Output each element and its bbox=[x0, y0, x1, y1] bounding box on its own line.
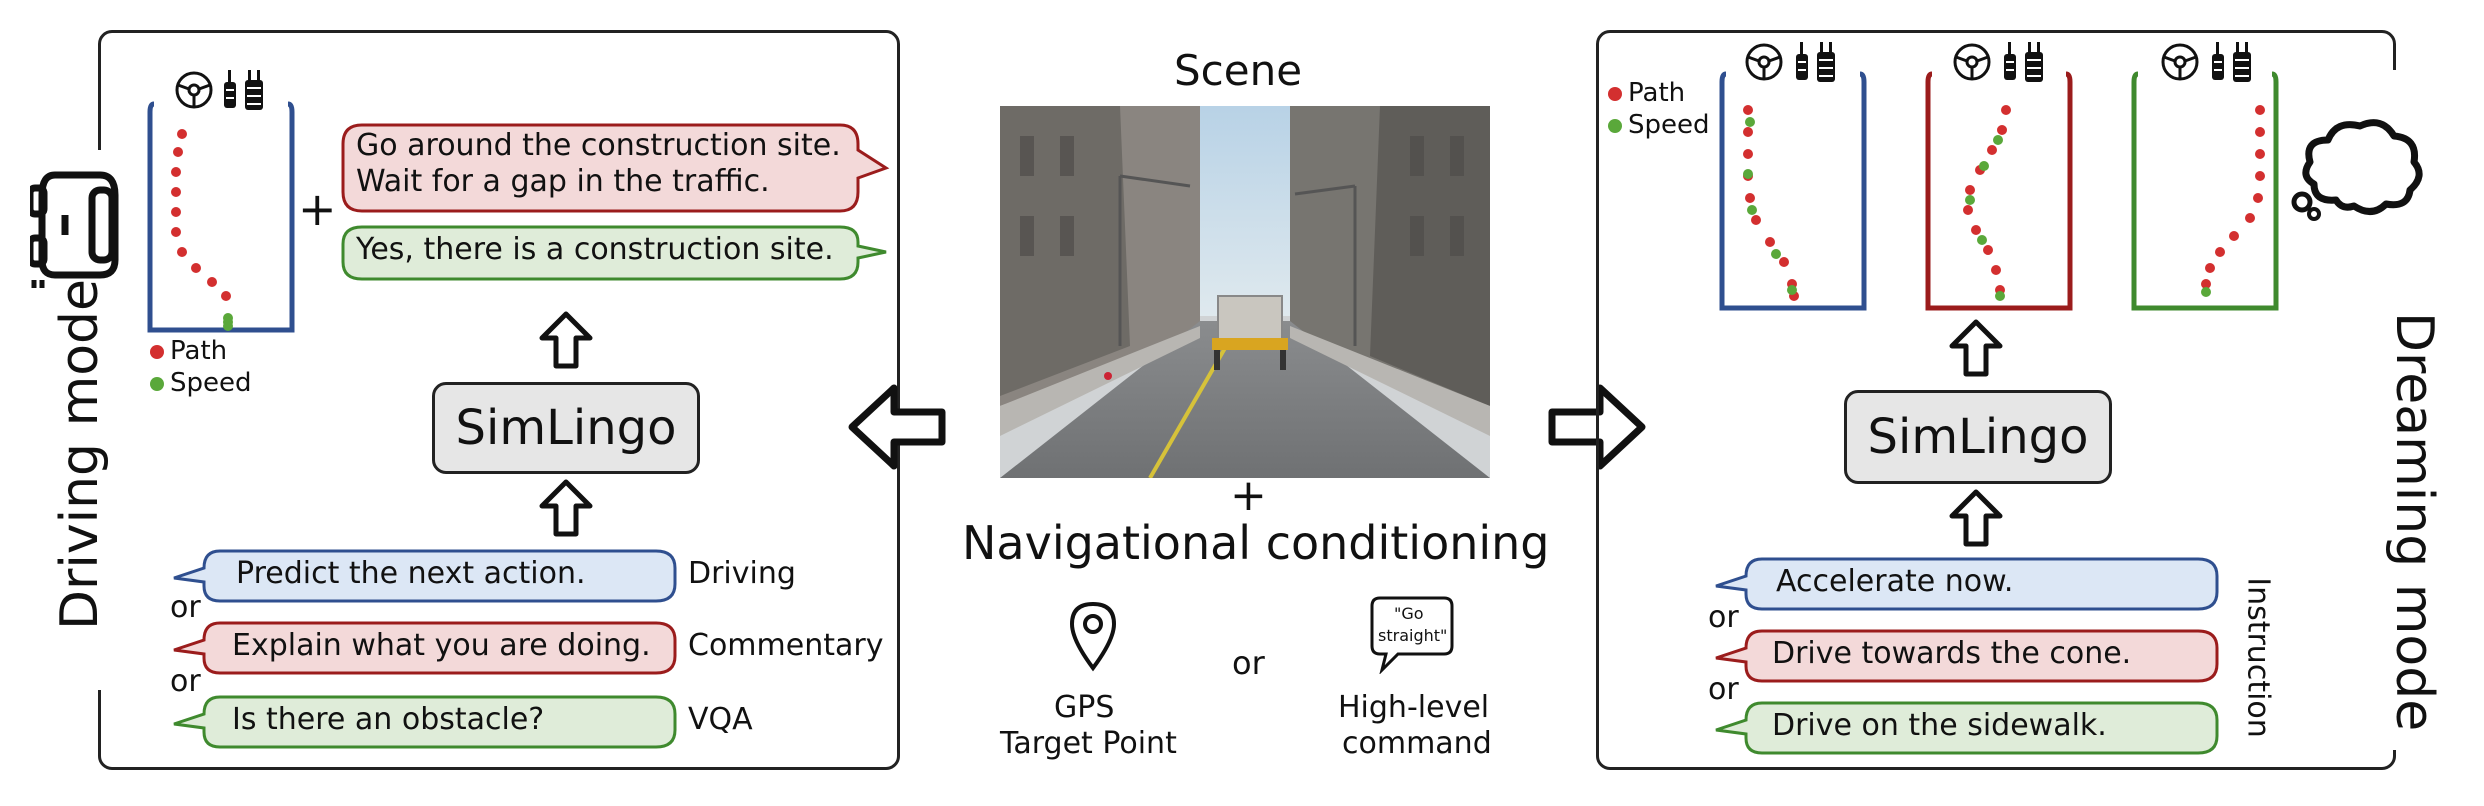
driving-input-bubble bbox=[173, 549, 677, 603]
gps-label-line2: Target Point bbox=[1000, 726, 1177, 761]
cone-input-text: Drive towards the cone. bbox=[1772, 636, 2132, 671]
vqa-input-bubble bbox=[173, 695, 677, 749]
answer-output-bubble bbox=[341, 225, 887, 281]
up-arrow-icon bbox=[1949, 489, 2003, 547]
instruction-tag: Instruction bbox=[2240, 577, 2276, 738]
driving-mode-label: Driving mode bbox=[50, 278, 110, 630]
commentary-input-tag: Commentary bbox=[688, 628, 884, 663]
pedals-icon bbox=[2004, 42, 2043, 82]
answer-text: Yes, there is a construction site. bbox=[356, 232, 834, 267]
driving-legend: Path Speed bbox=[150, 336, 252, 398]
up-arrow-icon bbox=[1949, 319, 2003, 377]
pedals-icon bbox=[2212, 42, 2251, 82]
steering-wheel-icon bbox=[1953, 43, 1991, 81]
legend-speed: Speed bbox=[1608, 110, 1710, 140]
dreaming-mode-label: Dreaming mode bbox=[2384, 312, 2444, 732]
hlc-label-line1: High-level bbox=[1338, 690, 1490, 725]
up-arrow-icon bbox=[539, 311, 593, 369]
accelerate-input-text: Accelerate now. bbox=[1776, 564, 2014, 599]
up-arrow-icon bbox=[539, 479, 593, 537]
speech-bubble-icon bbox=[1370, 596, 1454, 674]
scene-image bbox=[1000, 106, 1490, 478]
map-pin-icon bbox=[1069, 601, 1117, 672]
pedals-icon bbox=[1796, 42, 1835, 82]
thought-cloud-icon bbox=[2291, 119, 2423, 221]
driving-trajectory-box bbox=[147, 101, 295, 333]
car-icon bbox=[30, 171, 119, 288]
commentary-line-2: Wait for a gap in the traffic. bbox=[356, 164, 770, 199]
plus-sign: + bbox=[1230, 470, 1267, 521]
commentary-line-1: Go around the construction site. bbox=[356, 128, 841, 163]
or-label: or bbox=[170, 664, 201, 699]
dreaming-simlingo-box: SimLingo bbox=[1844, 390, 2112, 484]
accelerate-input-bubble bbox=[1715, 557, 2219, 611]
trajectory-box-cone bbox=[1925, 71, 2073, 311]
left-arrow-icon bbox=[848, 384, 946, 470]
commentary-input-bubble bbox=[173, 621, 677, 675]
commentary-output-bubble bbox=[341, 123, 890, 213]
or-label: or bbox=[170, 590, 201, 625]
or-label: or bbox=[1708, 672, 1739, 707]
scene-title: Scene bbox=[1174, 46, 1303, 95]
speech-text-1: "Go bbox=[1394, 604, 1424, 623]
cone-input-bubble bbox=[1715, 629, 2219, 683]
hlc-label-line2: command bbox=[1342, 726, 1492, 761]
driving-input-tag: Driving bbox=[688, 556, 796, 591]
legend-speed: Speed bbox=[150, 368, 252, 398]
speech-text-2: straight" bbox=[1378, 626, 1448, 645]
driving-input-text: Predict the next action. bbox=[236, 556, 586, 591]
legend-path: Path bbox=[150, 336, 252, 366]
plus-sign: + bbox=[298, 182, 337, 236]
sidewalk-input-text: Drive on the sidewalk. bbox=[1772, 708, 2107, 743]
vqa-input-text: Is there an obstacle? bbox=[232, 702, 545, 737]
or-label: or bbox=[1708, 600, 1739, 635]
steering-wheel-icon bbox=[1745, 43, 1783, 81]
trajectory-box-sidewalk bbox=[2131, 71, 2279, 311]
legend-path: Path bbox=[1608, 78, 1710, 108]
steering-wheel-icon bbox=[175, 71, 213, 109]
sidewalk-input-bubble bbox=[1715, 701, 2219, 755]
commentary-input-text: Explain what you are doing. bbox=[232, 628, 651, 663]
navigational-conditioning-title: Navigational conditioning bbox=[962, 516, 1550, 570]
dreaming-legend: Path Speed bbox=[1608, 78, 1710, 140]
trajectory-box-accelerate bbox=[1719, 71, 1867, 311]
vqa-input-tag: VQA bbox=[688, 702, 753, 737]
gps-label-line1: GPS bbox=[1054, 690, 1115, 725]
pedals-icon bbox=[224, 70, 263, 110]
steering-wheel-icon bbox=[2161, 43, 2199, 81]
driving-simlingo-box: SimLingo bbox=[432, 382, 700, 474]
or-label: or bbox=[1232, 644, 1265, 682]
